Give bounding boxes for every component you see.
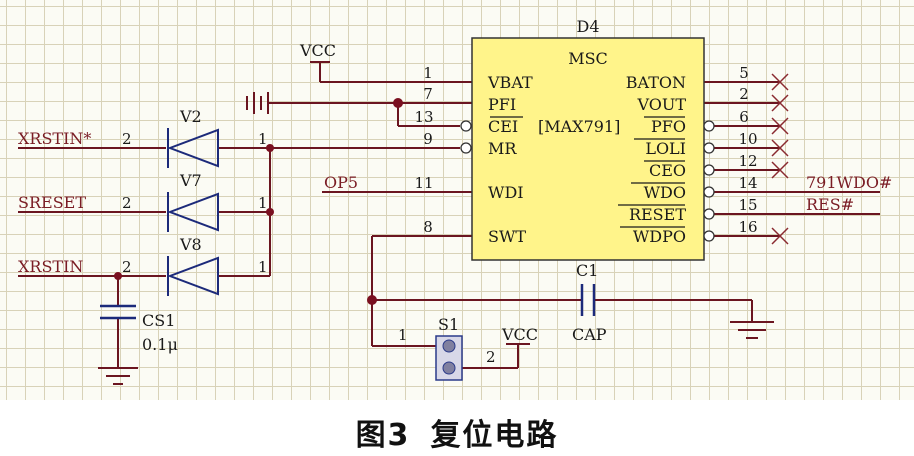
pin-num-7: 7 [423,85,433,103]
pin-num-6: 6 [739,108,749,126]
diode-v8-icon [167,256,219,296]
pin-name-wdo: WDO [644,183,686,202]
pin-name-cei: CEI [488,117,518,136]
diode-v7-ref: V7 [179,171,202,190]
pin-name-wdi: WDI [488,183,524,202]
grid-background [0,0,914,400]
cs1-ref: CS1 [142,311,175,330]
diode-v7-pin2: 2 [122,194,132,212]
ground-left-icon [98,367,138,385]
diode-v8-pin2: 2 [122,258,132,276]
diode-v2-icon [167,128,219,168]
pin-num-10: 10 [738,130,757,148]
pin-num-2: 2 [739,85,749,103]
pin-name-vout: VOUT [636,95,686,114]
pin-name-mr: MR [488,139,517,158]
ground-right-icon [730,321,774,339]
diode-v2-pin1: 1 [258,130,268,148]
s1-pin1: 1 [398,326,408,344]
pin-num-9: 9 [423,130,433,148]
diode-v7-icon [167,192,219,232]
battery-icon [246,92,269,114]
s1-pin2: 2 [486,348,496,366]
pin-num-5: 5 [739,64,749,82]
pin-name-pfi: PFI [488,95,516,114]
pin-num-12: 12 [738,152,757,170]
pin-name-wdpo: WDPO [633,227,686,246]
switch-s1-icon [435,335,463,381]
diode-v2-ref: V2 [179,107,202,126]
pin-num-11: 11 [414,174,433,192]
s1-ref: S1 [438,315,459,334]
pin-num-14: 14 [738,174,757,192]
active-low-overbars [490,116,685,228]
pin-num-8: 8 [423,218,433,236]
cs1-value: 0.1μ [142,335,178,354]
no-connect-marks [771,73,789,245]
figure-title: 复位电路 [430,418,559,453]
net-label-791wdo: 791WDO# [806,173,892,192]
pin-num-1: 1 [423,64,433,82]
pin-num-13: 13 [414,108,433,126]
figure-number: 图3 [355,418,411,453]
net-label-op5: OP5 [324,173,358,192]
pin-name-ceo: CEO [649,161,686,180]
vcc-top-label: VCC [299,41,336,60]
pin-name-reset: RESET [629,205,686,224]
pin-num-15: 15 [738,196,757,214]
chip-type: MSC [568,49,608,68]
net-label-sreset: SRESET [18,193,86,212]
cs1-capacitor-icon [100,304,136,320]
pin-name-baton: BATON [626,73,686,92]
diode-v8-pin1: 1 [258,258,268,276]
pin-name-loli: LOLI [645,139,686,158]
vcc-switch-label: VCC [501,325,538,344]
c1-ref: C1 [576,261,598,280]
inversion-bubbles [460,120,715,242]
c1-capacitor-icon [580,284,596,316]
net-label-xrstin: XRSTIN [18,257,83,276]
diode-v7-pin1: 1 [258,194,268,212]
pin-name-swt: SWT [488,227,526,246]
pin-num-16: 16 [738,218,757,236]
chip-body [471,37,705,261]
figure-caption: 图3 复位电路 [0,410,914,454]
chip-part: [MAX791] [538,117,620,136]
pin-name-vbat: VBAT [487,73,533,92]
chip-designator: D4 [576,17,599,36]
diode-v2-pin2: 2 [122,130,132,148]
schematic-canvas: D4 MSC [MAX791] VBAT PFI CEI MR WDI SWT … [18,17,892,385]
net-label-res: RES# [806,195,854,214]
c1-value: CAP [572,325,607,344]
junction-dots [114,98,403,305]
pin-name-pfo: PFO [651,117,686,136]
diode-v8-ref: V8 [179,235,202,254]
net-label-xrstin-star: XRSTIN* [18,129,91,148]
